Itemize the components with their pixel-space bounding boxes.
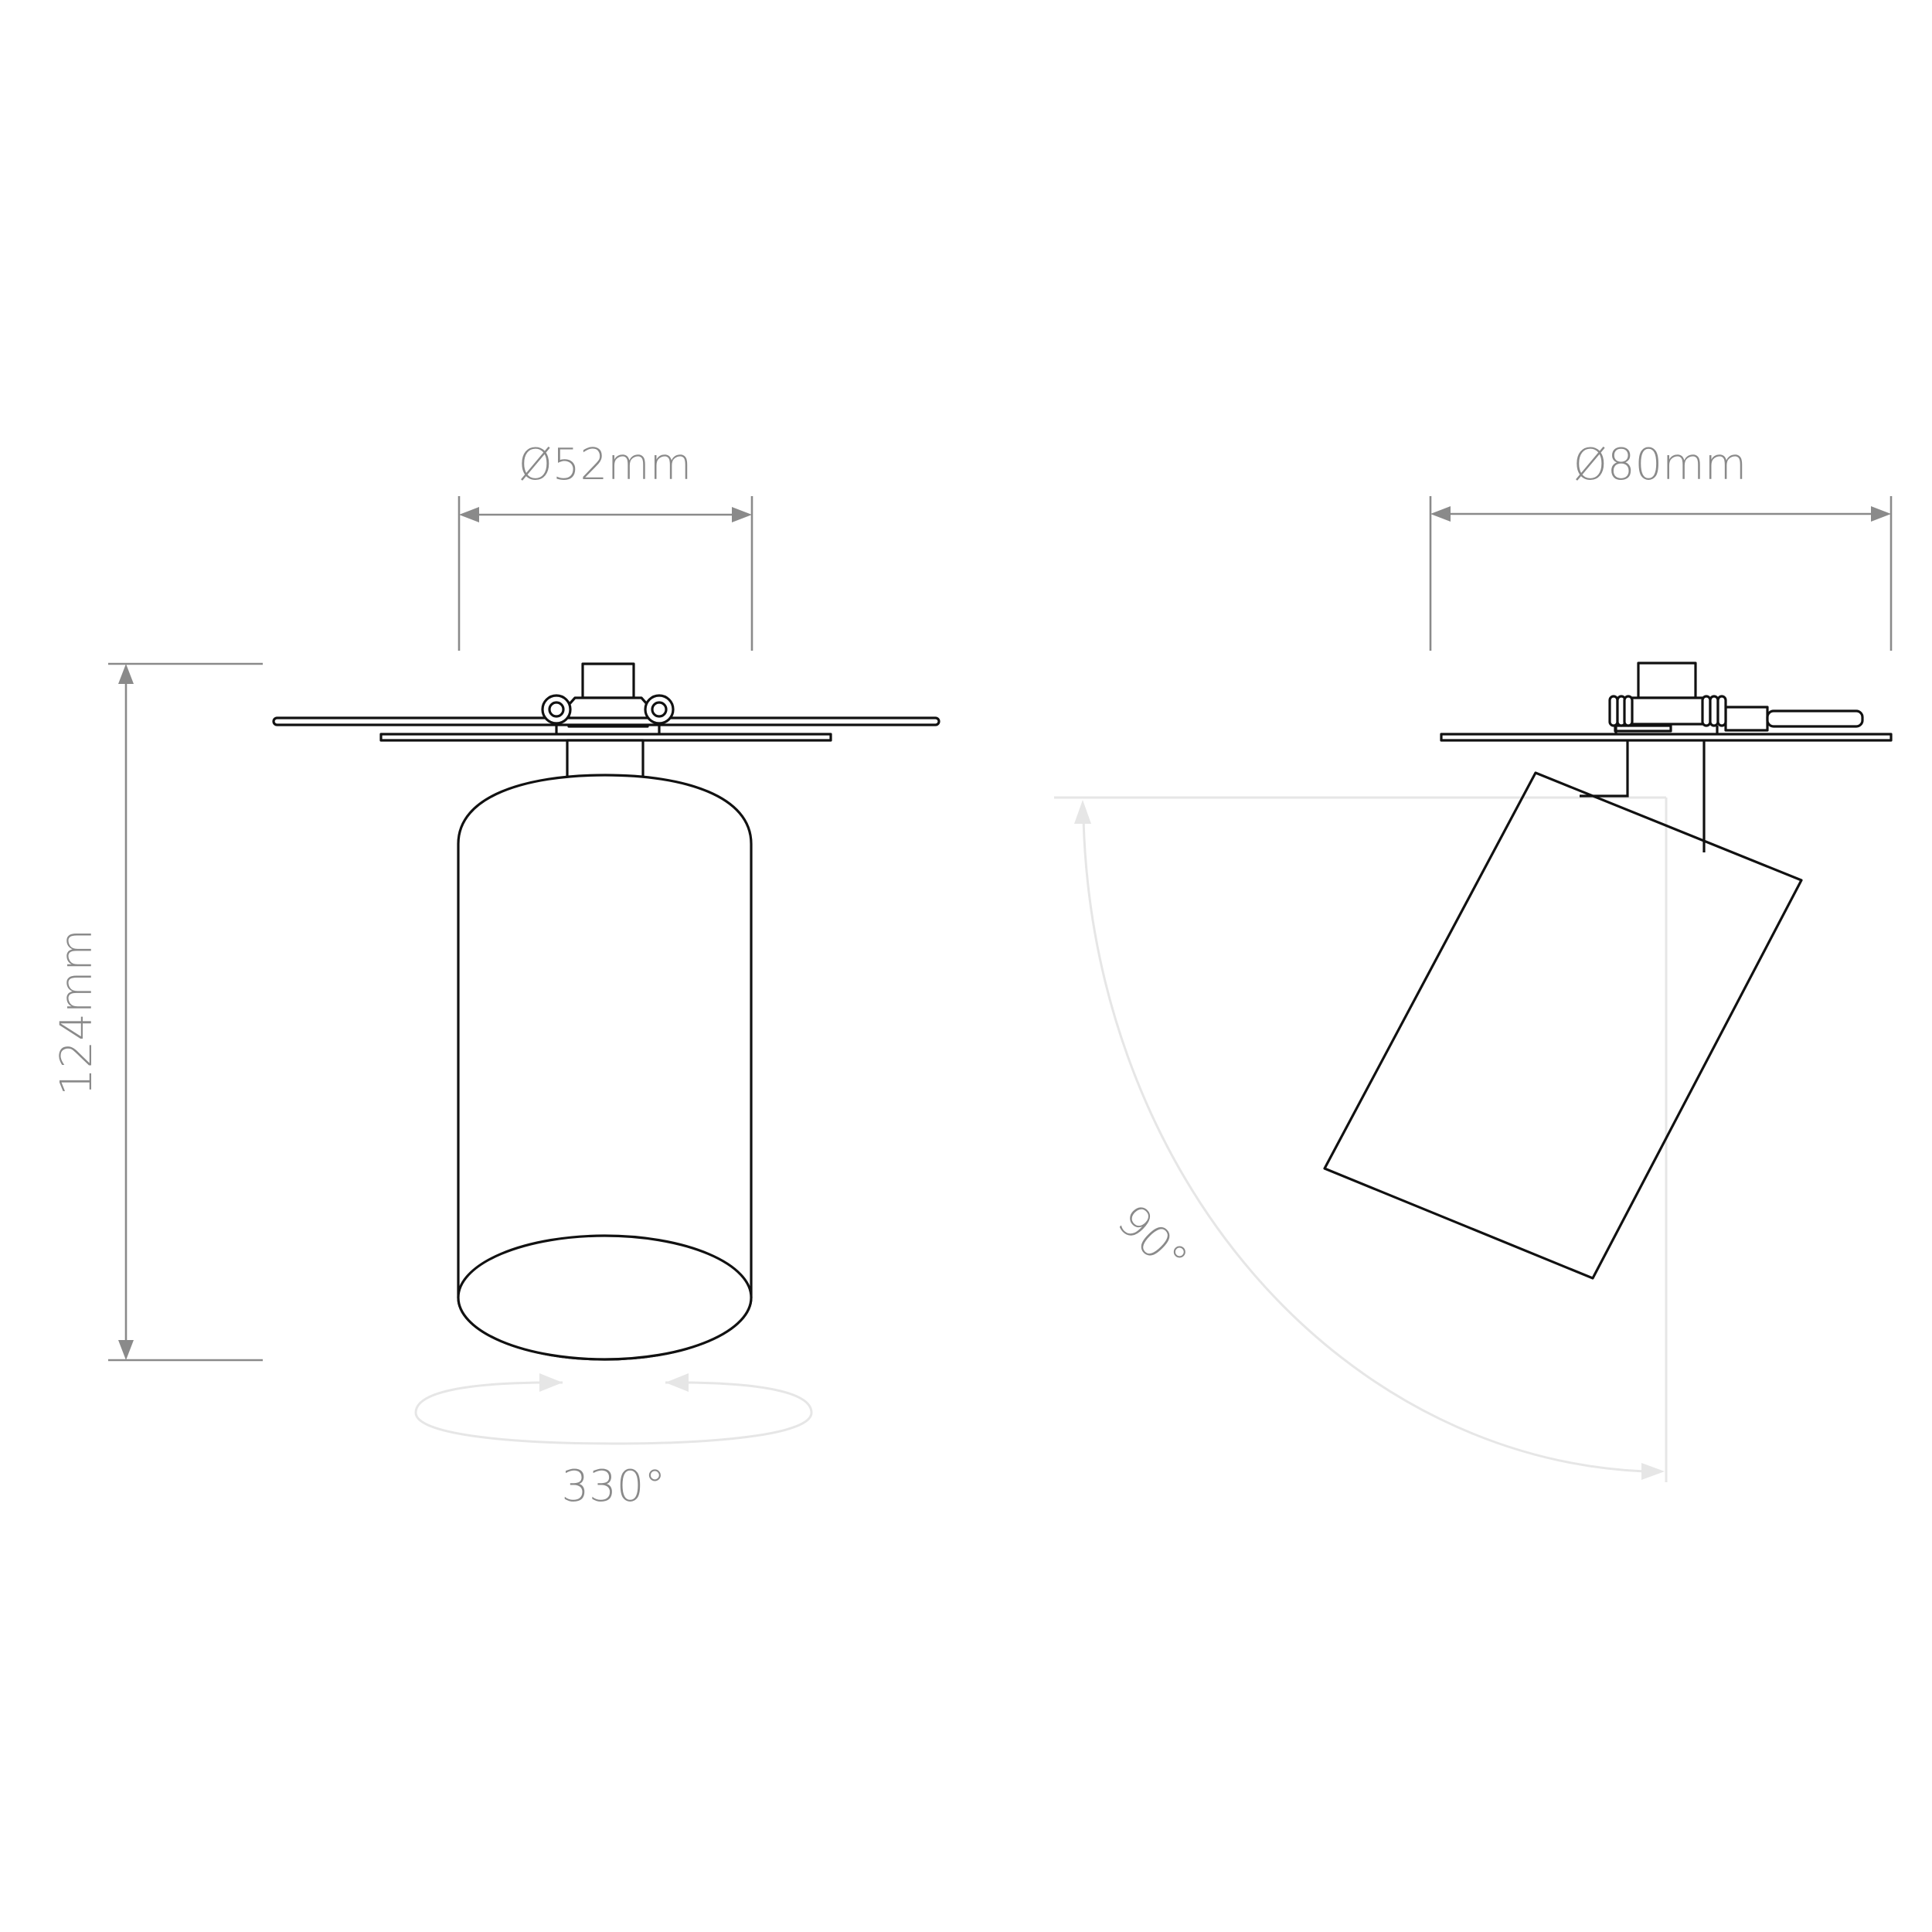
arm-left [1580,740,1629,798]
cable [1766,709,1864,728]
tilt-arrow-up-icon [1074,800,1091,824]
coil [1623,695,1634,727]
arrow-down-icon [118,1340,134,1360]
cylinder-aperture [457,1234,753,1361]
spring-ring-left-inner [548,701,565,718]
rotation-label: 330° [562,1461,666,1512]
driver-block [1637,662,1697,699]
driver-block [581,662,635,699]
stem [566,739,645,779]
arrow-left-icon [459,507,479,522]
front-cylinder [457,774,753,1361]
tilt-guides: 90° [1054,796,1668,1482]
tilt-arc [1082,818,1645,1473]
side-diameter-label: Ø80mm [1573,440,1747,490]
height-dimension: 124mm [52,662,263,1362]
arrow-left-icon [1430,506,1451,522]
coil [1716,695,1727,727]
tilted-cylinder [1323,771,1803,1280]
front-view: Ø52mm 124mm [52,440,940,1512]
side-fixture [1440,662,1893,852]
arrow-right-icon [1871,506,1891,522]
height-label: 124mm [52,929,102,1096]
tilt-label: 90° [1107,1196,1197,1285]
arrow-up-icon [118,664,134,684]
front-width-dimension: Ø52mm [457,440,753,651]
arrow-right-icon [732,507,752,522]
spring-ring-right-inner [651,701,668,718]
rotation-arrow-right-icon [539,1373,563,1392]
side-width-dimension: Ø80mm [1429,440,1893,651]
ceiling-plate [272,716,940,726]
front-diameter-label: Ø52mm [519,440,692,490]
cable-gland [1724,706,1769,732]
rotation-arrow-left-icon [665,1373,689,1392]
mount-bracket [1620,696,1711,726]
spring-left [1608,695,1634,727]
rotation-arc [414,1381,813,1445]
side-view: Ø80mm 90° [1054,440,1893,1482]
front-fixture [272,662,940,779]
spring-right [1701,695,1727,727]
rotation-indicator: 330° [414,1373,813,1512]
tilt-arrow-right-icon [1641,1463,1665,1480]
trim-plate [1440,733,1893,742]
bracket-foot [1614,724,1672,733]
